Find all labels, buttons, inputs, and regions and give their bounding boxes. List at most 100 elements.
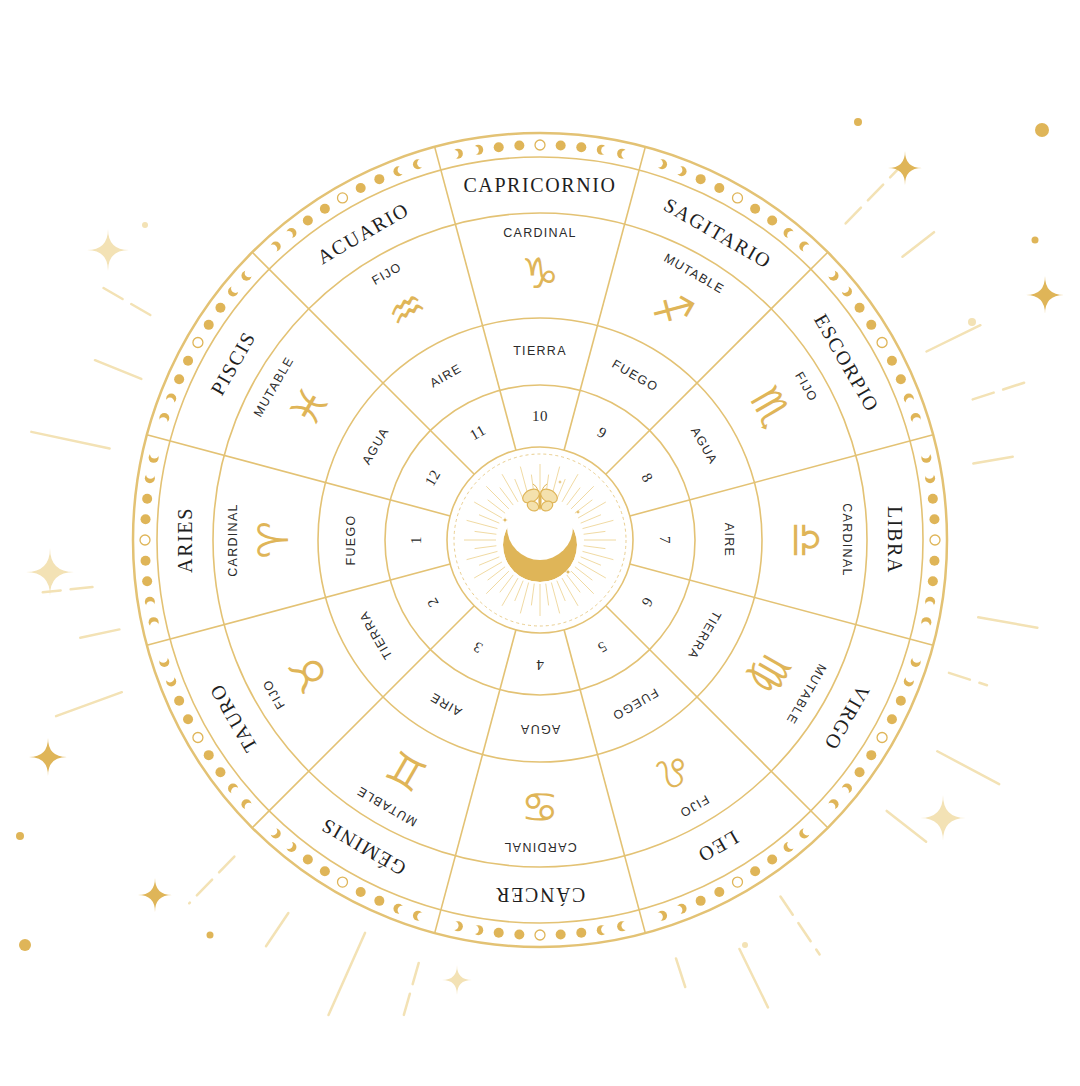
element-label: AIRE xyxy=(427,690,463,718)
crescent-cut xyxy=(921,621,930,630)
crescent-cut xyxy=(470,925,479,934)
gibbous-moon xyxy=(866,750,876,760)
house-number: 7 xyxy=(657,536,672,544)
ray-line xyxy=(103,288,151,316)
ray-line xyxy=(973,457,1012,464)
gibbous-moon xyxy=(215,303,225,313)
centre-emblem xyxy=(464,464,616,616)
crescent-cut xyxy=(268,827,277,836)
sunburst-ray xyxy=(479,515,499,523)
gibbous-moon xyxy=(142,494,152,504)
crescent-cut xyxy=(159,417,168,426)
house-number: 10 xyxy=(532,409,548,424)
crescent-cut xyxy=(450,150,459,159)
sunburst-ray xyxy=(578,502,606,518)
gibbous-moon xyxy=(320,866,330,876)
gibbous-moon xyxy=(887,356,897,366)
sector-divider xyxy=(606,606,828,828)
ring-circle xyxy=(133,133,947,947)
sunburst-ray xyxy=(475,531,497,534)
decor-dot xyxy=(742,942,748,948)
ring-circle xyxy=(213,213,867,867)
ray-line xyxy=(31,432,109,449)
gibbous-moon xyxy=(866,320,876,330)
crescent-cut xyxy=(398,906,407,915)
crescent-cut xyxy=(787,231,796,240)
crescent-cut xyxy=(150,621,159,630)
crescent-moon-emblem xyxy=(503,508,577,582)
element-label: TIERRA xyxy=(513,345,567,358)
house-number: 1 xyxy=(409,536,424,544)
sunburst-ray xyxy=(583,520,614,528)
ray-line xyxy=(328,933,365,1015)
zodiac-glyph: ♍ xyxy=(743,646,798,700)
zodiac-glyph: ♌ xyxy=(646,743,700,798)
zodiac-glyph: ♊ xyxy=(380,743,434,798)
zodiac-glyph: ♓ xyxy=(282,380,337,434)
sparkle-star xyxy=(1026,276,1064,314)
sunburst-ray xyxy=(581,557,601,565)
zodiac-glyph: ♐ xyxy=(646,282,700,337)
gibbous-moon xyxy=(141,556,151,566)
decor-dot xyxy=(142,222,148,228)
crescent-cut xyxy=(654,159,663,168)
gibbous-moon xyxy=(142,576,152,586)
full-moon xyxy=(877,733,887,743)
modality-label: FIJO xyxy=(261,676,288,710)
element-label: AIRE xyxy=(427,362,463,390)
sunburst-ray xyxy=(474,502,502,518)
crescent-cut xyxy=(925,470,934,479)
wheel-ground xyxy=(133,133,947,947)
gibbous-moon xyxy=(514,141,524,151)
full-moon xyxy=(535,140,545,150)
house-number: 11 xyxy=(468,422,489,443)
ray-line xyxy=(739,949,767,1007)
gibbous-moon xyxy=(929,556,939,566)
sign-name: VIRGO xyxy=(821,682,874,754)
gibbous-moon xyxy=(204,750,214,760)
sunburst-ray xyxy=(581,515,601,523)
gibbous-moon xyxy=(494,928,504,938)
element-label: AGUA xyxy=(520,723,561,736)
gibbous-moon xyxy=(696,896,706,906)
tiny-sparkle xyxy=(565,569,571,575)
ray-line xyxy=(95,360,141,379)
ray-line xyxy=(937,751,999,784)
crescent-cut xyxy=(621,150,630,159)
sunburst-ray xyxy=(575,567,592,580)
sunburst-ray xyxy=(475,546,497,549)
sunburst-ray xyxy=(567,488,580,505)
house-number: 5 xyxy=(595,639,609,656)
decor-dot xyxy=(968,318,976,326)
ray-line xyxy=(973,381,1030,400)
gibbous-moon xyxy=(896,696,906,706)
zodiac-glyph: ♋ xyxy=(521,785,559,827)
gibbous-moon xyxy=(887,714,897,724)
modality-label: FIJO xyxy=(792,369,819,403)
crescent-cut xyxy=(146,601,155,610)
sign-name: ACUARIO xyxy=(313,198,412,266)
crescent-cut xyxy=(284,840,293,849)
full-moon xyxy=(535,930,545,940)
sector-divider xyxy=(252,252,474,474)
sunburst-ray xyxy=(502,474,518,502)
gibbous-moon xyxy=(204,320,214,330)
zodiac-glyph: ♈ xyxy=(253,521,295,559)
crescent-cut xyxy=(601,146,610,155)
ray-line xyxy=(887,811,926,842)
modality-label: CARDINAL xyxy=(227,503,240,577)
gibbous-moon xyxy=(896,374,906,384)
decor-dot xyxy=(16,832,24,840)
house-number: 9 xyxy=(595,424,609,441)
wheel xyxy=(133,133,947,947)
crescent-cut xyxy=(906,398,915,407)
sunburst-ray xyxy=(500,575,513,592)
sunburst-ray xyxy=(474,562,502,578)
sector-divider xyxy=(252,606,474,828)
element-label: FUEGO xyxy=(609,686,659,722)
ray-line xyxy=(189,857,234,904)
gibbous-moon xyxy=(215,767,225,777)
